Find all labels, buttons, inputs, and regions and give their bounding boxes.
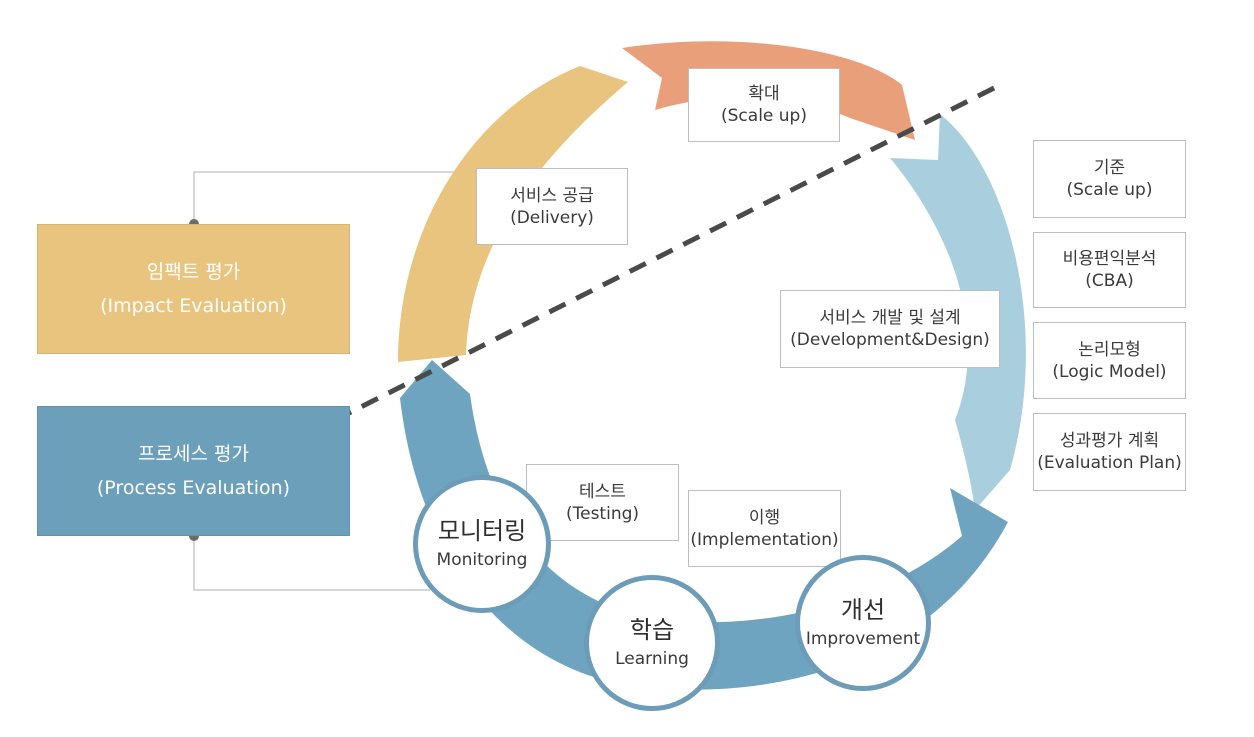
process-evaluation-en: (Process Evaluation): [96, 477, 291, 499]
evaluation-divider-dashed-line: [333, 83, 1000, 423]
stage-scale-up-ko: 확대: [748, 84, 780, 104]
criteria-ko: 논리모형: [1078, 339, 1141, 360]
node-learning-ko: 학습: [629, 616, 675, 644]
process-connector-line: [193, 536, 430, 591]
criteria-en: (Scale up): [1066, 180, 1153, 200]
criteria-en: (CBA): [1085, 271, 1134, 291]
stage-box-delivery: 서비스 공급 (Delivery): [476, 168, 628, 245]
delivery-arc: [398, 66, 628, 362]
stage-testing-ko: 테스트: [579, 481, 626, 502]
node-learning-en: Learning: [615, 649, 689, 669]
stage-delivery-ko: 서비스 공급: [510, 185, 594, 206]
stage-scale-up-en: (Scale up): [721, 106, 807, 126]
process-evaluation-ko: 프로세스 평가: [138, 443, 249, 465]
criteria-box-cba: 비용편익분석 (CBA): [1033, 232, 1186, 308]
development-arc: [890, 114, 1026, 510]
stage-box-scale-up: 확대 (Scale up): [688, 68, 840, 142]
stage-implementation-ko: 이행: [748, 507, 781, 528]
criteria-box-evaluation-plan: 성과평가 계획 (Evaluation Plan): [1033, 413, 1186, 491]
criteria-en: (Logic Model): [1052, 361, 1167, 382]
impact-evaluation-box: 임팩트 평가 (Impact Evaluation): [37, 224, 350, 354]
stage-implementation-en: (Implementation): [690, 529, 839, 550]
process-evaluation-box: 프로세스 평가 (Process Evaluation): [37, 406, 350, 536]
node-learning: 학습 Learning: [584, 575, 720, 711]
criteria-en: (Evaluation Plan): [1037, 453, 1182, 473]
node-improvement-en: Improvement: [805, 629, 921, 649]
stage-box-implementation: 이행 (Implementation): [688, 490, 841, 567]
stage-testing-en: (Testing): [565, 503, 640, 524]
criteria-box-logic-model: 논리모형 (Logic Model): [1033, 322, 1186, 399]
node-improvement-ko: 개선: [840, 596, 886, 624]
node-monitoring: 모니터링 Monitoring: [413, 475, 551, 613]
stage-delivery-en: (Delivery): [510, 207, 594, 228]
node-monitoring-ko: 모니터링: [437, 517, 527, 545]
criteria-ko: 성과평가 계획: [1059, 431, 1160, 451]
criteria-ko: 비용편익분석: [1062, 249, 1157, 269]
stage-box-testing: 테스트 (Testing): [526, 464, 679, 541]
stage-box-development: 서비스 개발 및 설계 (Development&Design): [780, 290, 1000, 368]
impact-evaluation-ko: 임팩트 평가: [146, 261, 241, 283]
stage-development-en: (Development&Design): [790, 330, 990, 350]
criteria-ko: 기준: [1093, 158, 1126, 178]
criteria-box-standard: 기준 (Scale up): [1033, 140, 1186, 218]
stage-development-ko: 서비스 개발 및 설계: [819, 308, 961, 328]
impact-evaluation-en: (Impact Evaluation): [100, 295, 287, 317]
impact-connector-line: [193, 171, 476, 224]
node-improvement: 개선 Improvement: [795, 555, 931, 691]
node-monitoring-en: Monitoring: [436, 550, 528, 570]
